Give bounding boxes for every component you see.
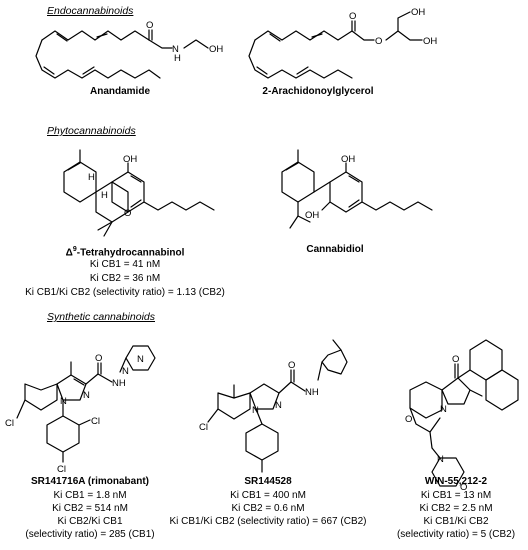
thc-ring-o: O <box>124 208 131 219</box>
anandamide-nh-n: N <box>172 44 179 55</box>
thc-h-2: H <box>101 190 108 201</box>
thc-ki-cb1: Ki CB1 = 41 nM <box>89 259 161 270</box>
win-o-morph: O <box>460 482 467 493</box>
sr141716a-n-pyr1: N <box>60 396 67 407</box>
sr144528-cl: Cl <box>199 422 208 433</box>
anandamide-oh: OH <box>209 44 223 55</box>
sr141716a-nh: NH <box>112 378 126 389</box>
section-endocannabinoids: Endocannabinoids <box>47 5 134 17</box>
sr144528-n-pyr1: N <box>252 405 259 416</box>
sr141716a-cl-1: Cl <box>5 418 14 429</box>
sr144528-n-pyr2: N <box>275 400 282 411</box>
anandamide-structure <box>35 29 209 79</box>
cbd-oh-2: OH <box>305 210 319 221</box>
sr141716a-n-pip: N <box>137 354 144 365</box>
cbd-oh-1: OH <box>341 154 355 165</box>
sr144528-selectivity: Ki CB1/Ki CB2 (selectivity ratio) = 667 … <box>169 516 367 527</box>
win-ratio-def: Ki CB1/Ki CB2 <box>423 516 489 527</box>
section-synthetic-cannabinoids: Synthetic cannabinoids <box>47 311 155 323</box>
sr141716a-n-pyr2: N <box>83 390 90 401</box>
2ag-ester-o: O <box>375 36 382 47</box>
win-n-indole: N <box>440 404 447 415</box>
thc-h-1: H <box>88 172 95 183</box>
anandamide-name: Anandamide <box>89 86 151 97</box>
win-ki-cb2: Ki CB2 = 2.5 nM <box>419 503 493 514</box>
sr144528-ki-cb2: Ki CB2 = 0.6 nM <box>231 503 305 514</box>
win-structure <box>409 339 519 487</box>
thc-oh: OH <box>123 154 137 165</box>
2ag-oh-1: OH <box>411 7 425 18</box>
sr144528-nh: NH <box>305 387 319 398</box>
sr141716a-ki-cb1: Ki CB1 = 1.8 nM <box>53 490 127 501</box>
win-name: WIN-55,212-2 <box>424 476 488 487</box>
sr141716a-o: O <box>95 353 102 364</box>
thc-ki-cb2: Ki CB2 = 36 nM <box>89 273 161 284</box>
anandamide-nh-h: H <box>174 53 181 64</box>
win-selectivity: (selectivity ratio) = 5 (CB2) <box>396 529 516 540</box>
sr141716a-ratio-def: Ki CB2/Ki CB1 <box>57 516 123 527</box>
thc-selectivity: Ki CB1/Ki CB2 (selectivity ratio) = 1.13… <box>25 287 225 298</box>
sr144528-name: SR144528 <box>244 476 292 487</box>
thc-name: Δ9-Tetrahydrocannabinol <box>65 246 185 259</box>
win-n-morph: N <box>437 454 444 465</box>
sr141716a-ki-cb2: Ki CB2 = 514 nM <box>52 503 128 514</box>
sr141716a-cl-3: Cl <box>57 464 66 475</box>
thc-structure <box>63 149 215 237</box>
cbd-structure <box>281 149 433 229</box>
sr144528-ki-cb1: Ki CB1 = 400 nM <box>230 490 306 501</box>
2ag-oh-2: OH <box>423 36 437 47</box>
anandamide-o: O <box>146 20 153 31</box>
win-carbonyl-o: O <box>452 354 459 365</box>
win-o-oxazine: O <box>405 414 412 425</box>
sr141716a-selectivity: (selectivity ratio) = 285 (CB1) <box>25 529 155 540</box>
win-ki-cb1: Ki CB1 = 13 nM <box>420 490 492 501</box>
sr141716a-n-amine: N <box>122 366 129 377</box>
2ag-carbonyl-o: O <box>349 11 356 22</box>
section-phytocannabinoids: Phytocannabinoids <box>47 125 136 137</box>
2ag-name: 2-Arachidonoylglycerol <box>262 86 374 97</box>
sr141716a-structure <box>16 345 156 463</box>
2ag-structure <box>248 11 423 79</box>
cbd-name: Cannabidiol <box>306 244 364 255</box>
sr144528-o: O <box>288 360 295 371</box>
sr141716a-name: SR141716A (rimonabant) <box>31 476 149 487</box>
sr144528-structure <box>207 339 348 473</box>
sr141716a-cl-2: Cl <box>91 416 100 427</box>
